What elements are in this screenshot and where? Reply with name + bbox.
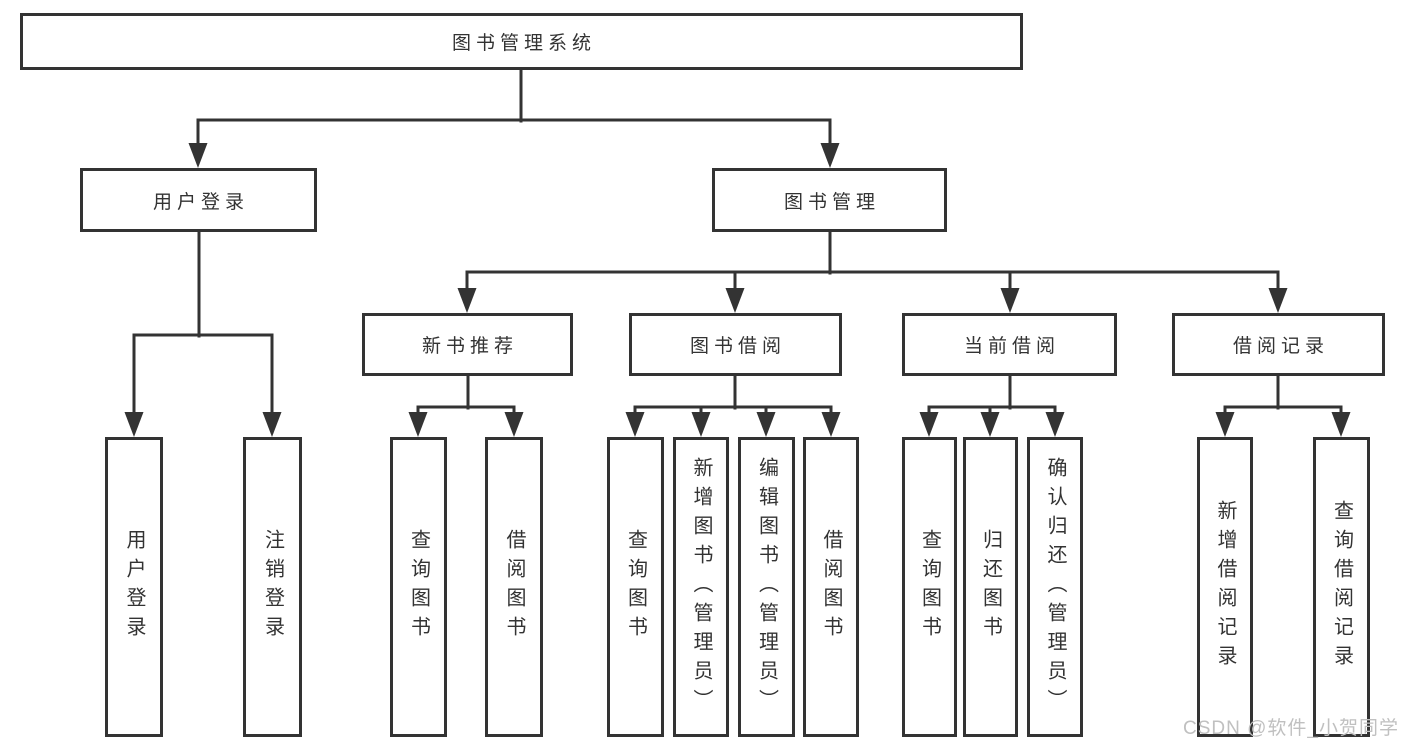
arrow-head-icon [821,412,841,437]
arrow-head-icon [1000,288,1020,313]
node-book-borrowing-label: 图书借阅 [689,336,786,357]
arrow-head-icon [408,412,428,437]
leaf-add-books-admin-label: 新增图书（管理员） [690,456,712,718]
leaf-logout-label: 注销登录 [261,529,284,645]
watermark: CSDN @软件_小贺同学 [1183,718,1399,739]
arrow-head-icon [504,412,524,437]
arrow-head-icon [1331,412,1351,437]
arrow-head-icon [980,412,1000,437]
arrow-head-icon [262,412,282,437]
leaf-user-login: 用户登录 [105,437,163,737]
leaf-return-books: 归还图书 [963,437,1018,737]
arrow-head-icon [756,412,776,437]
arrow-head-icon [1045,412,1065,437]
arrow-head-icon [188,143,208,168]
leaf-confirm-return-admin: 确认归还（管理员） [1027,437,1083,737]
leaf-add-books-admin: 新增图书（管理员） [673,437,729,737]
leaf-add-borrow-record-label: 新增借阅记录 [1214,500,1236,674]
arrow-head-icon [820,143,840,168]
leaf-query-borrow-record: 查询借阅记录 [1313,437,1370,737]
node-new-book-recommend: 新书推荐 [362,313,573,376]
leaf-confirm-return-admin-label: 确认归还（管理员） [1044,456,1066,718]
leaf-borrowing-query-books-label: 查询图书 [624,529,647,645]
arrow-head-icon [1268,288,1288,313]
node-user-login-label: 用户登录 [152,191,249,213]
arrow-head-icon [625,412,645,437]
node-current-borrowing: 当前借阅 [902,313,1117,376]
node-borrowing-records: 借阅记录 [1172,313,1385,376]
leaf-newbooks-borrow-books-label: 借阅图书 [503,529,525,645]
leaf-edit-books-admin-label: 编辑图书（管理员） [755,456,778,718]
arrow-head-icon [725,288,745,313]
node-book-management-label: 图书管理 [783,191,880,213]
leaf-current-query-books-label: 查询图书 [918,529,941,645]
leaf-current-query-books: 查询图书 [902,437,957,737]
node-current-borrowing-label: 当前借阅 [963,336,1060,357]
leaf-add-borrow-record: 新增借阅记录 [1197,437,1253,737]
node-borrowing-records-label: 借阅记录 [1232,336,1329,357]
arrow-head-icon [919,412,939,437]
arrow-head-icon [1215,412,1235,437]
leaf-return-books-label: 归还图书 [979,529,1002,645]
leaf-edit-books-admin: 编辑图书（管理员） [738,437,795,737]
arrow-head-icon [457,288,477,313]
node-book-management: 图书管理 [712,168,947,232]
leaf-borrowing-borrow-books: 借阅图书 [803,437,859,737]
node-user-login: 用户登录 [80,168,317,232]
leaf-borrowing-borrow-books-label: 借阅图书 [820,529,842,645]
leaf-user-login-label: 用户登录 [123,529,145,645]
leaf-newbooks-borrow-books: 借阅图书 [485,437,543,737]
node-new-book-recommend-label: 新书推荐 [421,336,518,357]
node-root-label: 图书管理系统 [451,33,596,54]
arrow-head-icon [691,412,711,437]
node-book-borrowing: 图书借阅 [629,313,842,376]
leaf-borrowing-query-books: 查询图书 [607,437,664,737]
arrow-head-icon [124,412,144,437]
leaf-newbooks-query-books-label: 查询图书 [407,529,430,645]
leaf-newbooks-query-books: 查询图书 [390,437,447,737]
node-root: 图书管理系统 [20,13,1023,70]
leaf-query-borrow-record-label: 查询借阅记录 [1330,500,1353,674]
leaf-logout: 注销登录 [243,437,302,737]
